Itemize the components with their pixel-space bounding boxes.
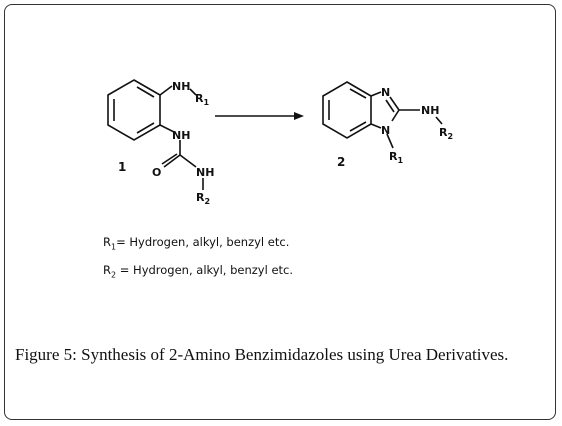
compound-1-number: 1 — [118, 160, 126, 174]
atom-nh-bottom: NH — [196, 166, 214, 179]
figure-frame — [4, 4, 556, 420]
benzene-ring-1 — [107, 79, 161, 141]
figure-caption: Figure 5: Synthesis of 2-Amino Benzimida… — [15, 344, 550, 366]
compound-2-structure — [322, 81, 443, 149]
reaction-arrow — [215, 112, 304, 120]
caption-text: Synthesis of 2-Amino Benzimidazoles usin… — [76, 345, 509, 364]
definition-r1: R1= Hydrogen, alkyl, benzyl etc. — [103, 235, 290, 252]
atom-r2-product: R2 — [439, 126, 453, 141]
atom-n-upper: N — [381, 86, 390, 99]
atom-n-lower: N — [381, 124, 390, 137]
atom-r1: R1 — [195, 92, 209, 107]
atom-nh: NH — [421, 104, 439, 117]
caption-label: Figure 5: — [15, 345, 77, 364]
compound-2-number: 2 — [337, 155, 345, 169]
atom-nh-top: NH — [172, 80, 190, 93]
definition-r2: R2 = Hydrogen, alkyl, benzyl etc. — [103, 263, 294, 280]
benzene-ring-2 — [322, 81, 372, 139]
atom-nh-mid: NH — [172, 129, 190, 142]
atom-oxygen: O — [152, 166, 161, 179]
atom-r2: R2 — [196, 191, 210, 206]
bond-n-upper — [370, 91, 382, 97]
bond-nh-mid — [159, 124, 175, 133]
bond-nh-top — [159, 85, 173, 96]
compound-1-structure — [107, 79, 204, 190]
atom-r1-product: R1 — [389, 150, 403, 165]
